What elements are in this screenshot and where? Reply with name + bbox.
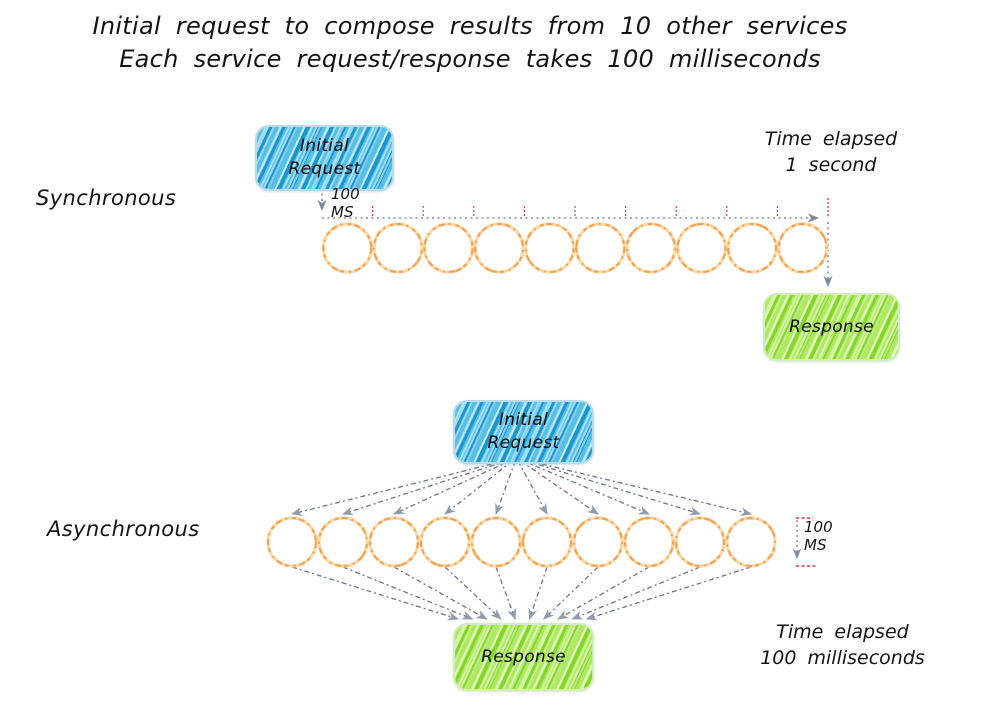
sync-time-elapsed-line2: 1 second [785,154,877,176]
async-initial-request-box: Initial Request [453,400,594,464]
async-time-elapsed-line1: Time elapsed [776,621,909,643]
fanin-arrow [342,566,474,620]
sync-timeline-ticks [372,198,829,217]
service-circle [524,223,575,273]
sync-time-elapsed-line1: Time elapsed [764,128,898,150]
sync-service-circles [321,222,829,274]
diagram-title-line2: Each service request/response takes 100 … [119,45,821,73]
sync-response-box: Response [763,293,900,361]
async-time-elapsed-note: Time elapsed 100 milliseconds [740,619,945,671]
fanout-arrow [495,460,516,516]
service-circle [521,517,572,567]
diagram-title-line1: Initial request to compose results from … [92,12,848,40]
synchronous-section-label: Synchronous [36,186,177,210]
service-circle [318,517,368,567]
sync-initial-request-box: Initial Request [255,125,394,191]
service-circle [420,517,470,567]
sync-initial-request-label-line1: Initial [299,136,350,156]
fanin-arrow [528,566,548,621]
service-circle [573,517,623,567]
async-latency-line1: 100 [804,518,833,536]
async-latency-line2: MS [804,536,827,554]
fanin-arrow [291,566,460,621]
service-circle [777,223,828,273]
service-circle [372,223,423,273]
async-fanin-arrows [291,566,752,621]
fanin-arrow [393,566,488,620]
fanout-arrow [523,460,651,515]
fanout-arrow [526,460,702,516]
service-circle [474,223,525,273]
service-circle [726,517,776,567]
async-response-label: Response [481,646,566,667]
async-fanout-arrows [290,460,753,517]
fanout-arrow [392,460,510,515]
sync-latency-line1: 100 [331,185,360,203]
async-latency-label: 100 MS [804,518,833,554]
asynchronous-section-label: Asynchronous [47,517,200,541]
sync-latency-line2: MS [331,203,354,221]
async-service-circles [266,516,777,568]
async-response-box: Response [453,623,594,691]
fanout-arrow [444,460,513,515]
async-initial-request-label-line2: Request [487,433,560,453]
service-circle [675,517,725,567]
fanout-arrow [517,460,548,515]
service-circle [368,517,419,567]
service-circle [624,517,674,567]
service-circle [575,223,626,273]
service-circle [470,517,521,567]
fanout-arrow [529,460,753,517]
service-circle [727,223,778,273]
sync-response-label: Response [789,316,874,337]
service-circle [625,223,676,273]
async-time-elapsed-line2: 100 milliseconds [760,647,925,669]
service-circle [322,223,373,273]
sync-initial-request-label-line2: Request [288,159,361,179]
fanout-arrow [341,460,508,516]
sync-time-elapsed-note: Time elapsed 1 second [736,126,926,178]
fanin-arrow [571,566,701,620]
fanout-arrow [520,460,599,515]
service-circle [676,223,727,273]
service-circle [267,517,317,567]
fanout-arrow [290,460,505,516]
fanin-arrow [585,566,752,621]
async-initial-request-label-line1: Initial [498,410,549,430]
sync-latency-label: 100 MS [331,185,360,221]
service-circle [423,223,474,273]
diagram-title: Initial request to compose results from … [30,10,910,76]
fanin-arrow [495,566,516,621]
fanin-arrow [557,566,650,620]
